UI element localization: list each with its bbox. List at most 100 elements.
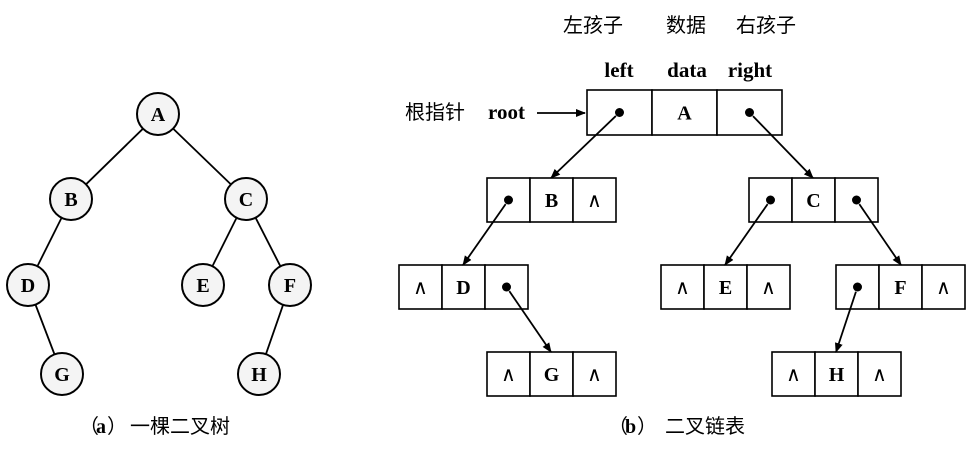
- linked-node-data: D: [456, 277, 470, 299]
- linked-node-data: F: [894, 277, 906, 299]
- caption-b-close-paren: ）: [637, 414, 657, 438]
- linked-node-data-cell: [529, 177, 574, 223]
- caption-b-text: 二叉链表: [665, 414, 745, 438]
- pointer-dot: [745, 108, 754, 117]
- header-left-child-cn: 左孩子: [563, 13, 623, 37]
- caption-a-text: 一棵二叉树: [130, 414, 230, 438]
- linked-list-arrows: [462, 115, 902, 353]
- caption-a-letter: a: [96, 416, 106, 438]
- linked-node-A: A: [586, 89, 783, 136]
- linked-node-E: ∧ E ∧: [660, 264, 791, 310]
- caption-a-open-paren: （: [79, 414, 99, 438]
- linked-node-right-cell: [857, 351, 902, 397]
- caption-b-open-paren: （: [608, 414, 628, 438]
- tree-node-label: D: [21, 275, 35, 297]
- header-right-child-cn: 右孩子: [736, 13, 796, 37]
- linked-list-nodes: AB∧C∧D∧E∧F∧∧G∧∧H∧: [398, 89, 966, 397]
- tree-edges: [34, 127, 284, 355]
- tree-edge-D-G: [34, 304, 56, 355]
- linked-node-data: C: [806, 190, 820, 212]
- linked-node-H: ∧ H ∧: [771, 351, 902, 397]
- linked-node-D: ∧D: [398, 264, 529, 310]
- caption-b: （ b ） 二叉链表: [608, 414, 745, 438]
- tree-node-label: E: [196, 275, 209, 297]
- tree-node-D: D: [6, 263, 50, 307]
- tree-node-circle: [136, 92, 180, 136]
- tree-edge-A-C: [172, 127, 232, 186]
- tree-node-C: C: [224, 177, 268, 221]
- tree-node-circle: [6, 263, 50, 307]
- tree-node-B: B: [49, 177, 93, 221]
- tree-node-F: F: [268, 263, 312, 307]
- linked-node-data-cell: [441, 264, 486, 310]
- tree-nodes: A B C D E F G H: [6, 92, 312, 396]
- linked-node-left-cell: [771, 351, 816, 397]
- tree-node-H: H: [237, 352, 281, 396]
- linked-node-data-cell: [529, 351, 574, 397]
- pointer-arrow-C-left-to-E: [724, 203, 769, 266]
- header-data-cn: 数据: [666, 13, 706, 37]
- linked-node-left-cell: [398, 264, 443, 310]
- null-pointer-symbol: ∧: [501, 362, 516, 386]
- null-pointer-symbol: ∧: [587, 188, 602, 212]
- pointer-dot: [853, 282, 862, 292]
- linked-node-data: G: [544, 364, 560, 386]
- pointer-dot: [615, 108, 624, 117]
- pointer-dot: [852, 195, 861, 205]
- caption-a-close-paren: ）: [107, 414, 127, 438]
- tree-node-label: A: [151, 104, 166, 126]
- caption-b-letter: b: [625, 416, 636, 438]
- caption-a: （ a ） 一棵二叉树: [79, 414, 230, 438]
- null-pointer-symbol: ∧: [761, 275, 776, 299]
- null-pointer-symbol: ∧: [675, 275, 690, 299]
- tree-node-label: H: [251, 364, 267, 386]
- pointer-arrow-B-left-to-D: [462, 203, 507, 266]
- tree-node-circle: [49, 177, 93, 221]
- linked-node-right-cell: [921, 264, 966, 310]
- null-pointer-symbol: ∧: [936, 275, 951, 299]
- header-left-en: left: [604, 58, 633, 82]
- root-pointer-label-en: root: [488, 100, 525, 124]
- tree-edge-F-H: [265, 304, 284, 355]
- linked-node-data: B: [545, 190, 558, 212]
- linked-node-left-cell: [748, 177, 793, 223]
- linked-node-F: F∧: [835, 264, 966, 310]
- null-pointer-symbol: ∧: [413, 275, 428, 299]
- pointer-arrow-F-left-to-H: [835, 291, 857, 353]
- tree-node-E: E: [181, 263, 225, 307]
- null-pointer-symbol: ∧: [872, 362, 887, 386]
- tree-node-circle: [40, 352, 84, 396]
- linked-node-data-cell: [651, 89, 718, 136]
- linked-node-C: C: [748, 177, 879, 223]
- tree-node-label: G: [54, 364, 70, 386]
- root-pointer-label-cn: 根指针: [405, 100, 465, 124]
- tree-node-label: C: [239, 189, 253, 211]
- linked-node-G: ∧G∧: [486, 351, 617, 397]
- linked-node-right-cell: [572, 177, 617, 223]
- linked-node-right-cell: [746, 264, 791, 310]
- linked-node-data-cell: [878, 264, 923, 310]
- tree-node-circle: [224, 177, 268, 221]
- header-data-en: data: [667, 58, 707, 82]
- linked-node-right-cell: [572, 351, 617, 397]
- pointer-arrow-C-right-to-F: [858, 203, 902, 266]
- linked-node-data: E: [719, 277, 732, 299]
- tree-node-label: F: [284, 275, 296, 297]
- linked-node-data: A: [677, 103, 692, 125]
- pointer-dot: [504, 195, 513, 205]
- tree-edge-A-B: [85, 128, 144, 185]
- pointer-arrow-A-left-to-B: [550, 115, 617, 179]
- pointer-arrow-A-right-to-C: [752, 115, 814, 179]
- tree-edge-C-F: [254, 217, 282, 267]
- null-pointer-symbol: ∧: [786, 362, 801, 386]
- tree-node-circle: [268, 263, 312, 307]
- header-right-en: right: [728, 58, 772, 82]
- linked-node-data: H: [829, 364, 845, 386]
- linked-node-left-cell: [660, 264, 705, 310]
- tree-node-label: B: [64, 189, 77, 211]
- tree-edge-B-D: [36, 217, 63, 267]
- pointer-dot: [766, 195, 775, 205]
- tree-node-circle: [237, 352, 281, 396]
- tree-node-G: G: [40, 352, 84, 396]
